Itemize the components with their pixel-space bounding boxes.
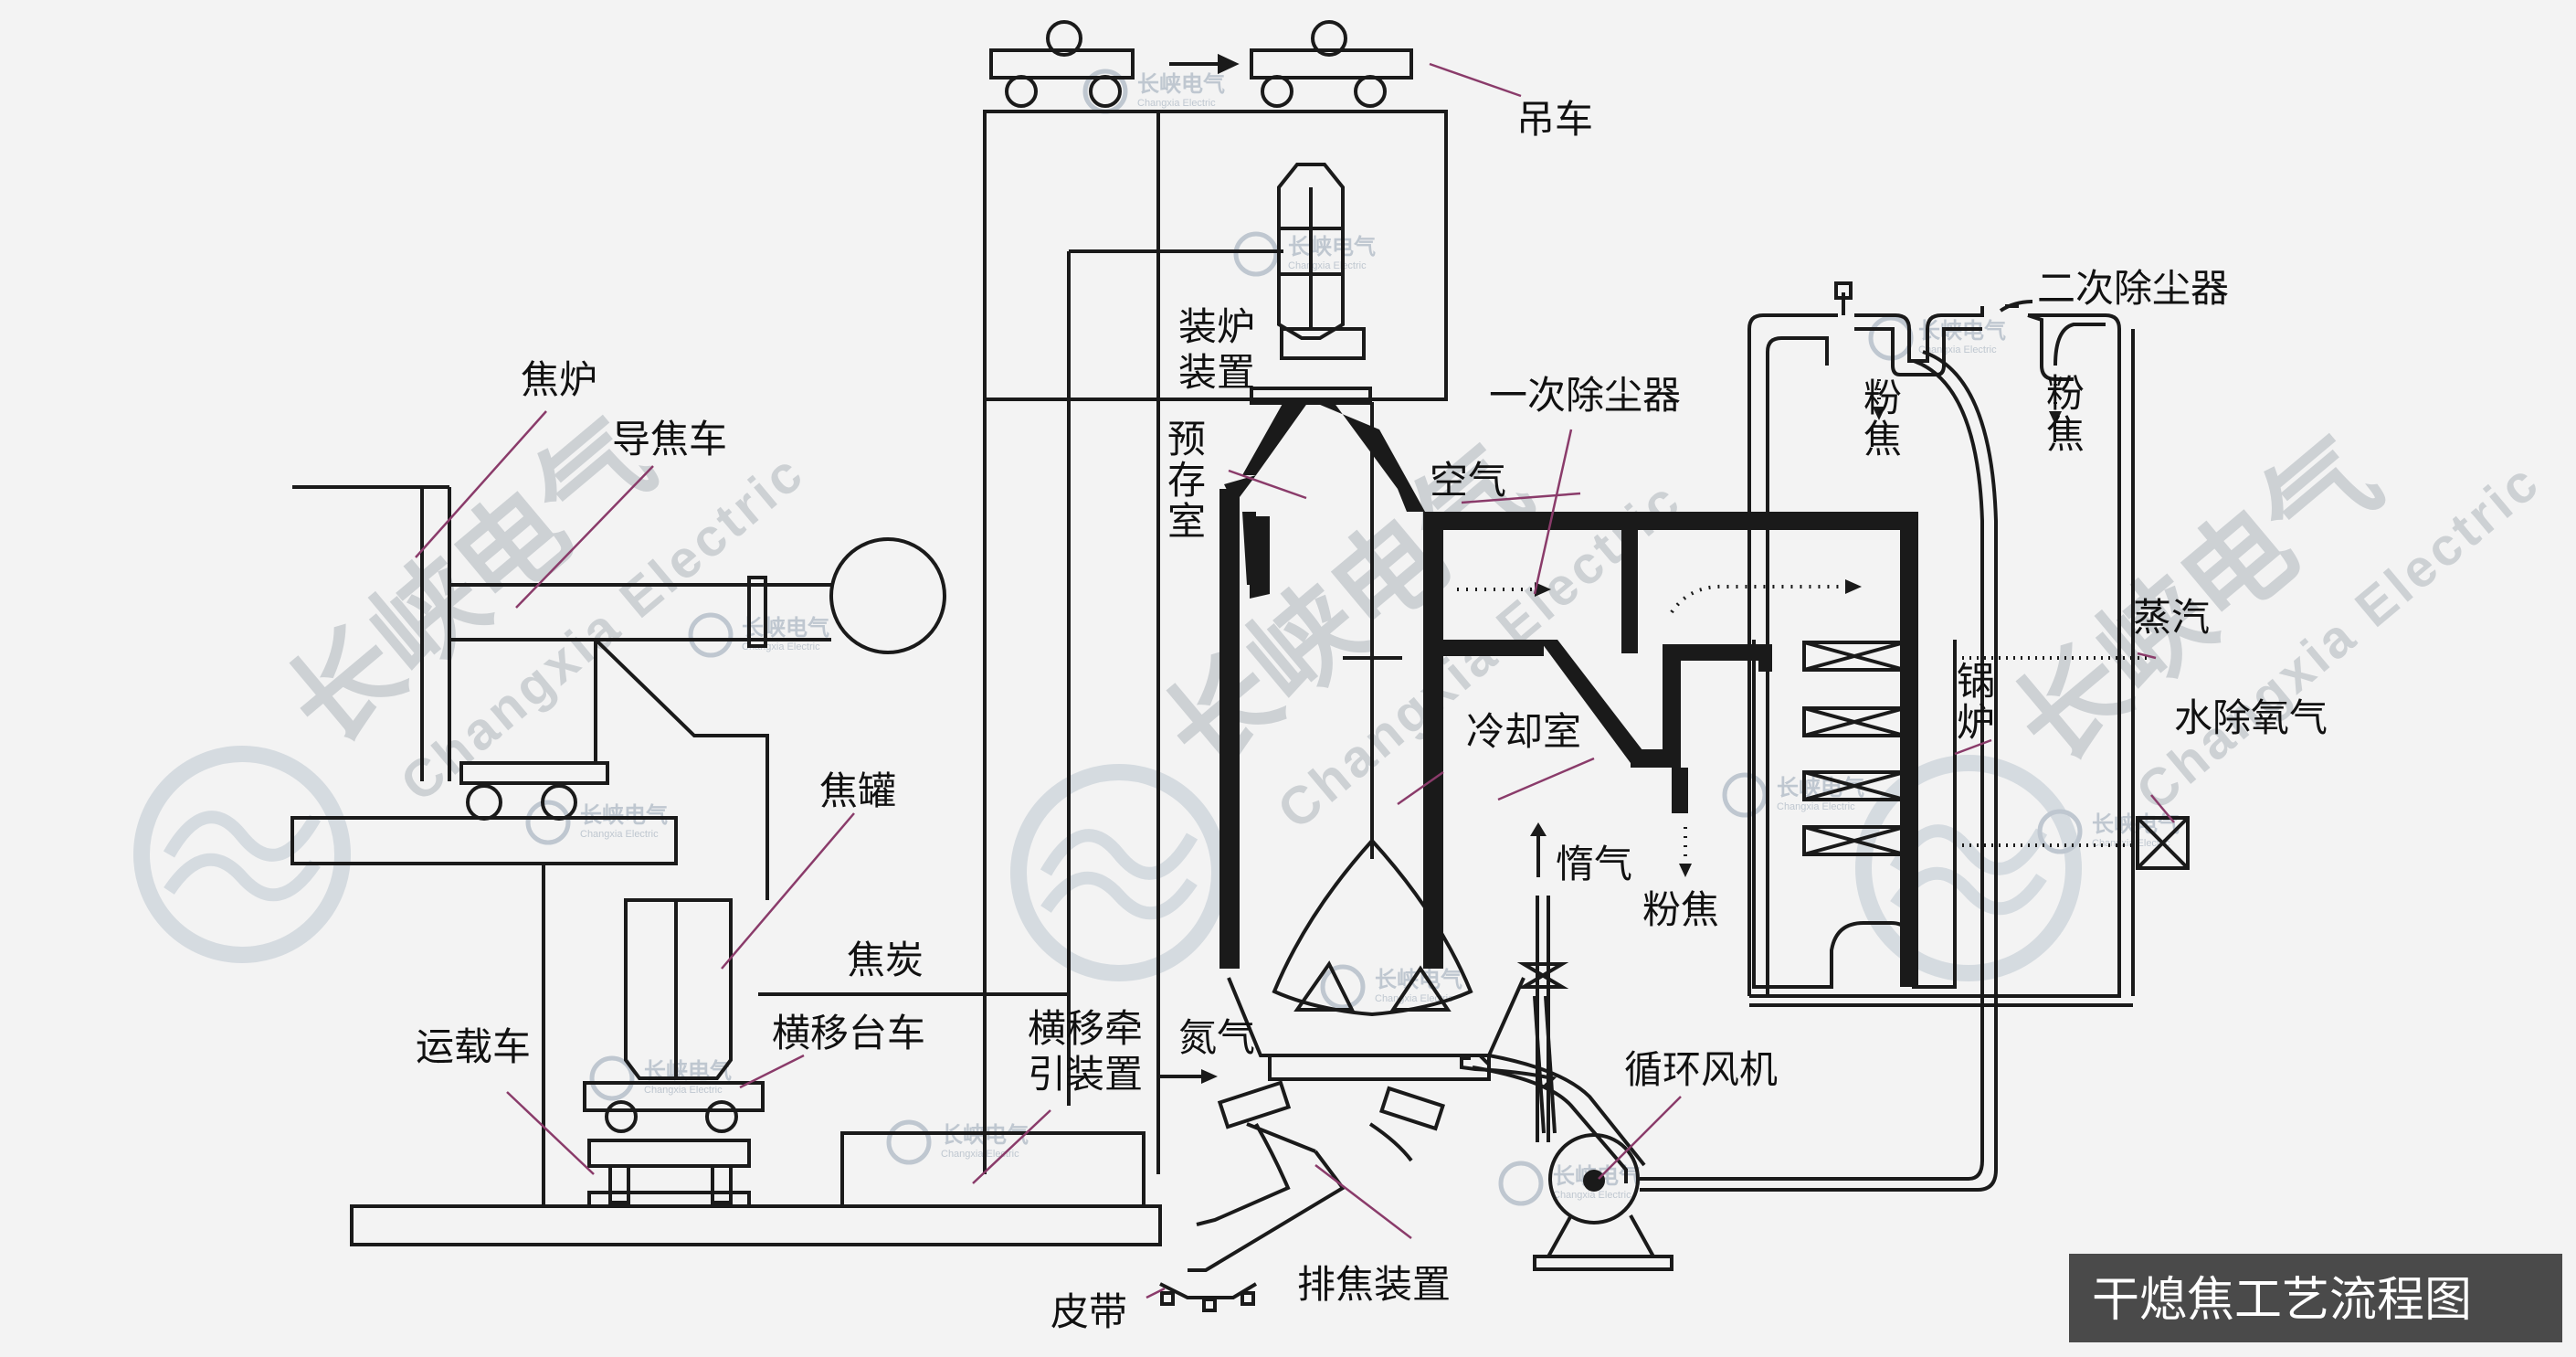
label-coke-powder-left-2: 焦 (1863, 417, 1902, 461)
label-primary-dust-collector: 一次除尘器 (1489, 373, 1681, 418)
label-traverse-traction-2: 引装置 (1028, 1052, 1143, 1097)
svg-text:Changxia Electric: Changxia Electric (1553, 1190, 1631, 1201)
label-deaerated-water: 水除氧气 (2174, 695, 2328, 740)
label-boiler-2: 炉 (1957, 700, 1995, 745)
svg-text:Changxia Electric: Changxia Electric (644, 1085, 723, 1096)
label-coke-tank: 焦罐 (819, 769, 896, 813)
svg-text:长峡电气: 长峡电气 (1137, 71, 1225, 97)
svg-text:长峡电气: 长峡电气 (580, 802, 668, 828)
diagram-title: 干熄焦工艺流程图 (2092, 1273, 2472, 1328)
transport-car (587, 1139, 751, 1208)
boiler-inlet-wall (1900, 512, 1918, 987)
title-background (2069, 1254, 2562, 1342)
dust-baffle (1621, 525, 1638, 653)
dust-floor-left (1425, 640, 1544, 656)
label-prechamber-2: 存 (1167, 458, 1206, 503)
label-cooling-chamber: 冷却室 (1466, 709, 1581, 754)
svg-text:Changxia Electric: Changxia Electric (1777, 801, 1855, 812)
hanging-car-left (989, 20, 1135, 108)
coke-guide-car (290, 537, 946, 1206)
label-traverse-traction-1: 横移牵 (1028, 1006, 1143, 1051)
chamber-walls (1219, 402, 1918, 987)
cooling-wall-left (1219, 489, 1240, 969)
flow-arrows (1457, 379, 2057, 864)
labels: 吊车 二次除尘器 装炉 装置 焦炉 导焦车 一次除尘器 粉 焦 粉 焦 预 存 … (416, 97, 2328, 1334)
label-traverse-car: 横移台车 (772, 1011, 925, 1055)
label-steam: 蒸汽 (2133, 595, 2210, 640)
leader-lines (415, 62, 2175, 1299)
label-coke-oven: 焦炉 (521, 357, 597, 402)
svg-text:Changxia Electric: Changxia Electric (1375, 993, 1453, 1004)
circulating-fan (1533, 1133, 1673, 1271)
label-prechamber-3: 室 (1167, 499, 1206, 544)
label-transport-car: 运载车 (416, 1024, 531, 1069)
ground-rail (350, 1204, 1162, 1246)
svg-text:Changxia Electric: Changxia Electric (1137, 98, 1216, 109)
label-hot-coke: 焦炭 (847, 938, 924, 982)
svg-text:长峡电气: 长峡电气 (742, 615, 829, 641)
discharge-device (1188, 1054, 1491, 1272)
coke-oven (292, 485, 451, 781)
svg-text:Changxia Electric: Changxia Electric (580, 829, 659, 840)
label-air: 空气 (1430, 458, 1506, 503)
label-discharge-device: 排焦装置 (1297, 1262, 1451, 1307)
label-hanging-car: 吊车 (1516, 97, 1593, 142)
watermark-badge: 长峡电气 Changxia Electric 长峡电气 Changxia Ele… (525, 69, 2180, 1206)
svg-text:Changxia Electric: Changxia Electric (1288, 260, 1367, 271)
label-coke-powder-left-1: 粉 (1863, 376, 1902, 420)
hanging-car-right (1250, 20, 1413, 108)
deaerator-box (2136, 816, 2190, 870)
label-coke-powder-right-1: 粉 (2046, 371, 2085, 416)
flow-arrow-heads (1201, 407, 2062, 1084)
svg-text:Changxia Electric: Changxia Electric (1918, 345, 1997, 355)
label-circulating-fan: 循环风机 (1624, 1047, 1778, 1092)
crane-direction-arrow (1169, 53, 1240, 75)
cooling-wall-right (1423, 512, 1443, 969)
label-coke-powder-right-2: 焦 (2046, 412, 2085, 457)
prechamber-wall-left-top (1242, 402, 1308, 475)
label-charging-device-2: 装置 (1178, 350, 1255, 395)
equipment-outlines (290, 20, 2190, 1312)
primary-dust-roof (1423, 512, 1916, 530)
label-prechamber-1: 预 (1167, 417, 1206, 461)
inert-gas-valve (1516, 896, 1569, 1142)
title-box: 干熄焦工艺流程图 (2069, 1254, 2562, 1342)
label-charging-device-1: 装炉 (1178, 304, 1255, 349)
crane-gantry (983, 110, 1448, 1174)
traverse-traction-box (840, 1131, 1145, 1208)
secondary-dust-collector (1747, 281, 2135, 1007)
label-belt: 皮带 (1050, 1289, 1127, 1334)
label-inert-gas: 惰气 (1556, 842, 1632, 886)
label-coke-guide-car: 导焦车 (612, 417, 727, 461)
belt (1159, 1282, 1258, 1312)
label-boiler-1: 锅 (1957, 659, 1995, 704)
label-secondary-dust-collector: 二次除尘器 (2037, 266, 2229, 311)
circulating-ducts (1460, 350, 1998, 1192)
charging-device (1250, 163, 1372, 405)
coke-tank (583, 898, 765, 1133)
label-coke-powder-mid: 粉焦 (1642, 887, 1719, 932)
label-nitrogen: 氮气 (1178, 1015, 1255, 1060)
svg-text:长峡电气: 长峡电气 (1288, 234, 1376, 260)
